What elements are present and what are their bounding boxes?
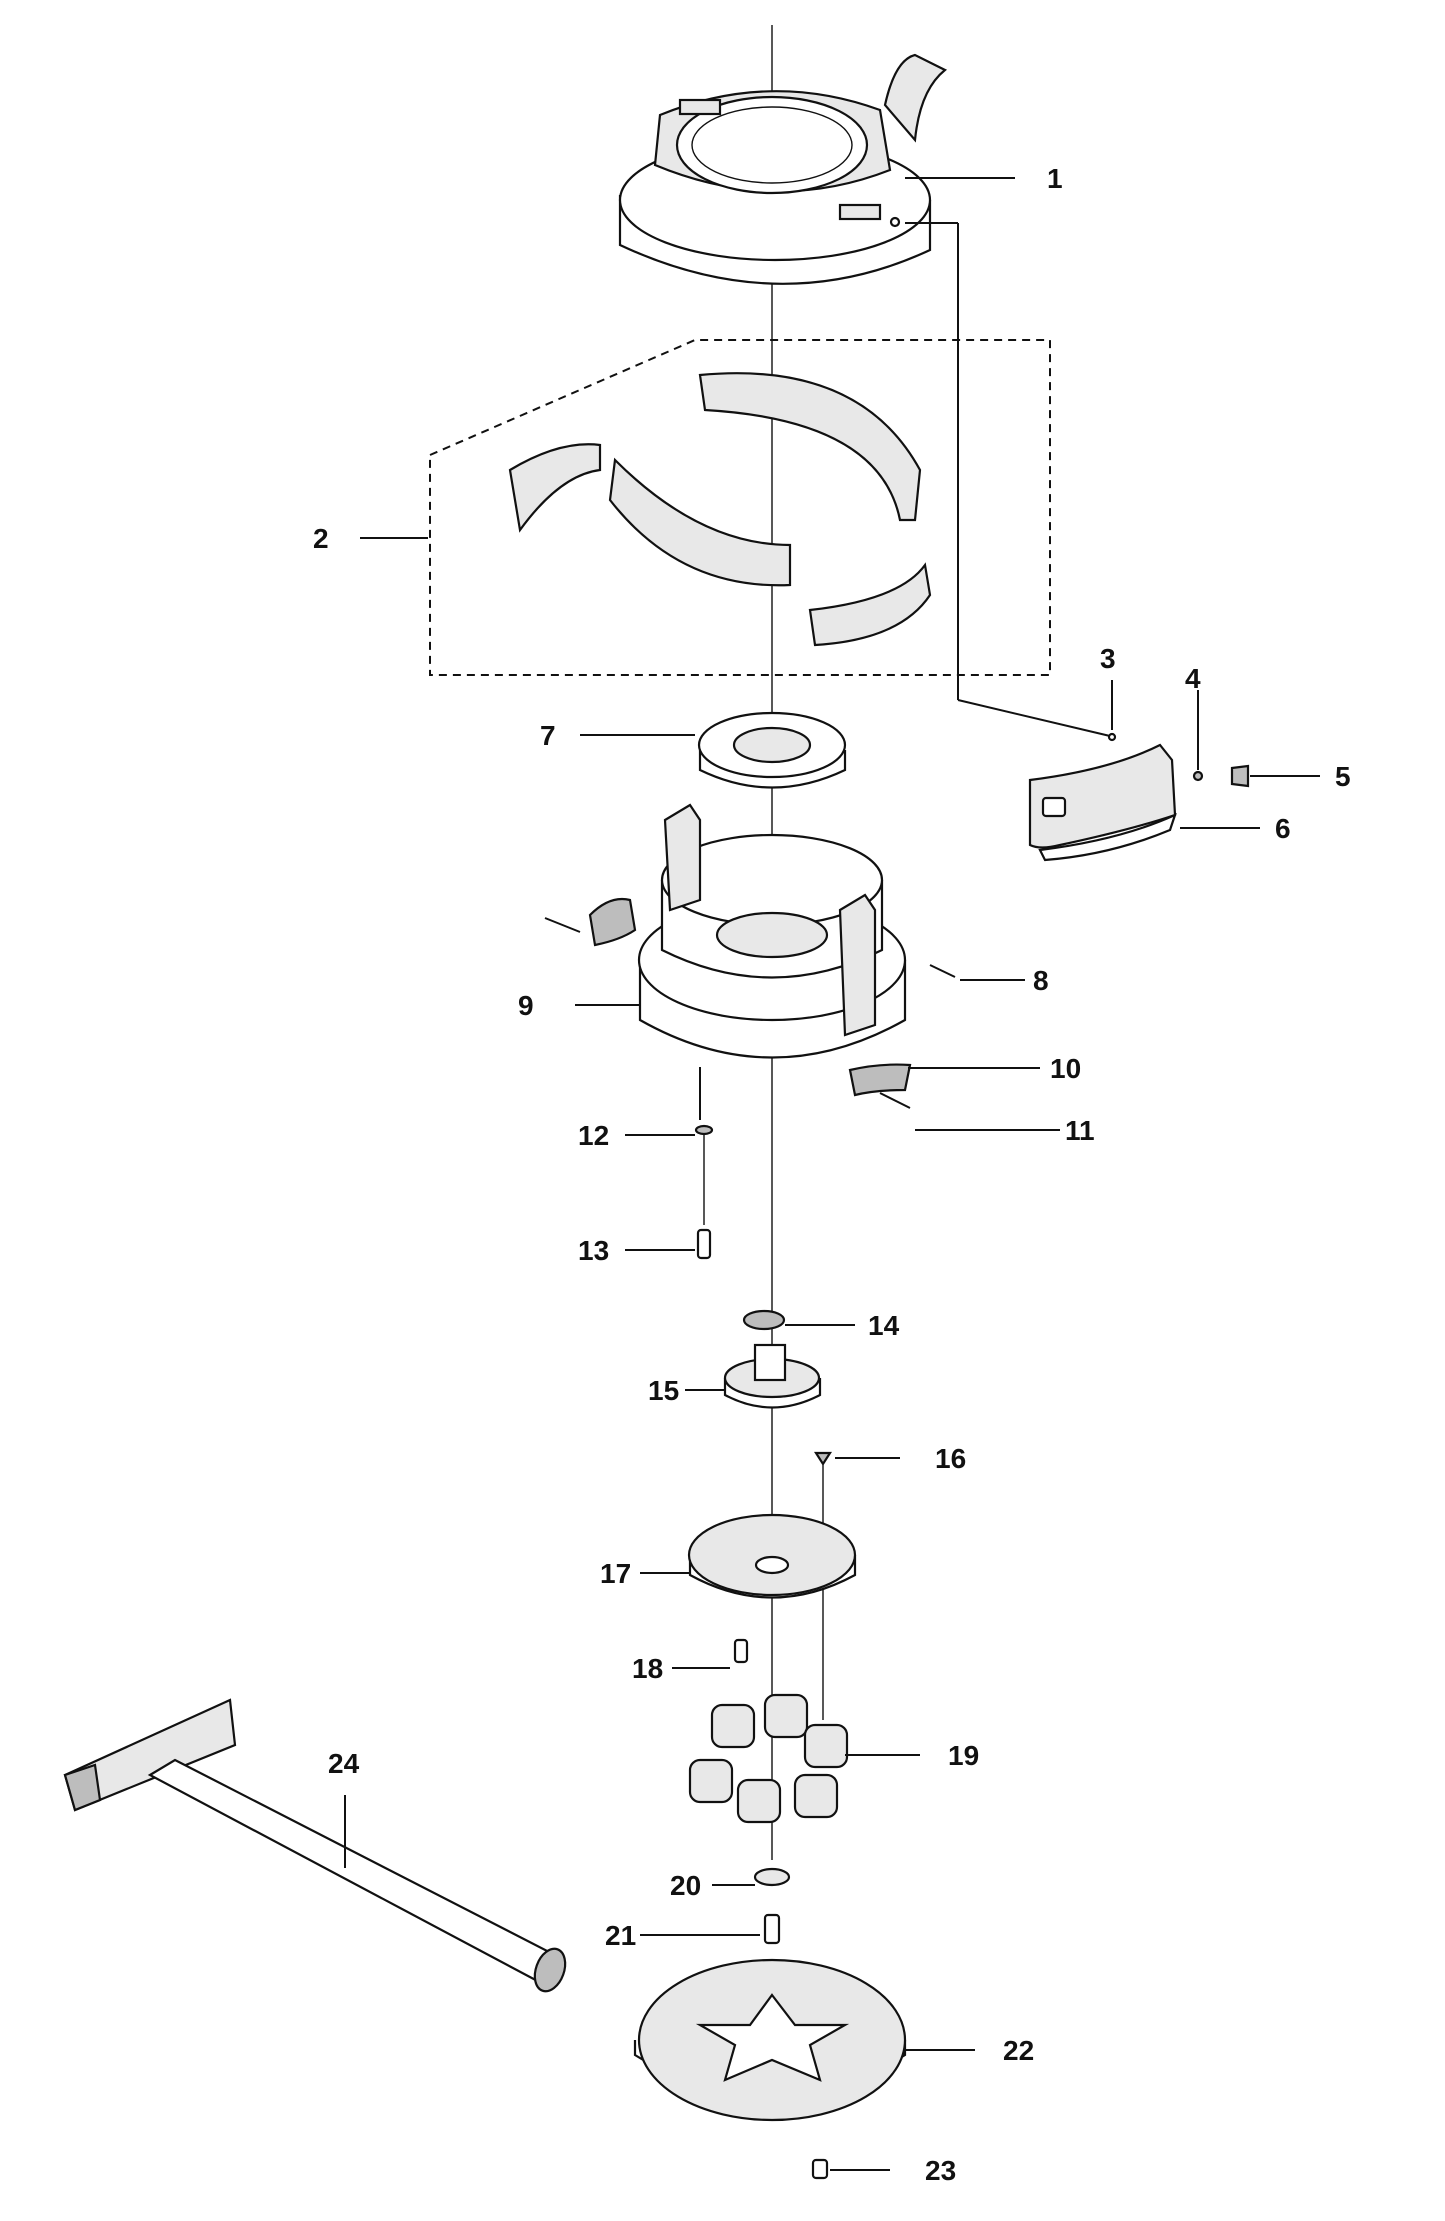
callout-16: 16: [935, 1443, 966, 1474]
part-23-screw: [811, 2158, 829, 2180]
callout-23: 23: [925, 2155, 956, 2186]
part-9-base: [637, 803, 907, 1059]
part-14-bushing: [742, 1309, 786, 1331]
callout-14: 14: [868, 1310, 900, 1341]
callout-2: 2: [313, 523, 329, 554]
callout-18: 18: [632, 1653, 663, 1684]
callout-5: 5: [1335, 761, 1351, 792]
part-22-grinding-plate: [633, 1958, 907, 2122]
callout-19: 19: [948, 1740, 979, 1771]
dashed-kit-box: [429, 339, 1051, 676]
part-8-pin: [929, 964, 956, 978]
part-7-flange: [697, 711, 847, 789]
callout-21: 21: [605, 1920, 636, 1951]
part-13-bolt: [696, 1135, 712, 1260]
callout-22: 22: [1003, 2035, 1034, 2066]
callout-24: 24: [328, 1748, 360, 1779]
part-24-hammer: [63, 1698, 567, 1993]
callout-6: 6: [1275, 813, 1291, 844]
callout-9: 9: [518, 990, 534, 1021]
callout-7: 7: [540, 720, 556, 751]
leader-lines: [344, 177, 1320, 2171]
part-18-screw: [733, 1638, 749, 1664]
callout-20: 20: [670, 1870, 701, 1901]
part-16-screw: [813, 1451, 833, 1720]
part-17-plate: [687, 1513, 857, 1599]
callout-4: 4: [1185, 663, 1201, 694]
part-10-clamp-blocks: [544, 897, 912, 1097]
callout-10: 10: [1050, 1053, 1081, 1084]
callout-15: 15: [648, 1375, 679, 1406]
callout-17: 17: [600, 1558, 631, 1589]
part-21-bolt: [763, 1913, 781, 1945]
part-1-housing: [618, 53, 948, 285]
callout-11: 11: [1065, 1115, 1095, 1146]
part-12-washer: [694, 1067, 714, 1136]
callout-3: 3: [1100, 643, 1116, 674]
part-6-side-cover: [1028, 732, 1250, 862]
part-11-screw: [879, 1092, 911, 1109]
part-20-washer: [753, 1867, 791, 1887]
callout-12: 12: [578, 1120, 609, 1151]
part-19-buffers: [688, 1693, 849, 1824]
part-15-hub: [723, 1343, 822, 1409]
part-2-brush-set: [429, 339, 1051, 676]
callout-8: 8: [1033, 965, 1049, 996]
callout-13: 13: [578, 1235, 609, 1266]
callout-1: 1: [1047, 163, 1063, 194]
